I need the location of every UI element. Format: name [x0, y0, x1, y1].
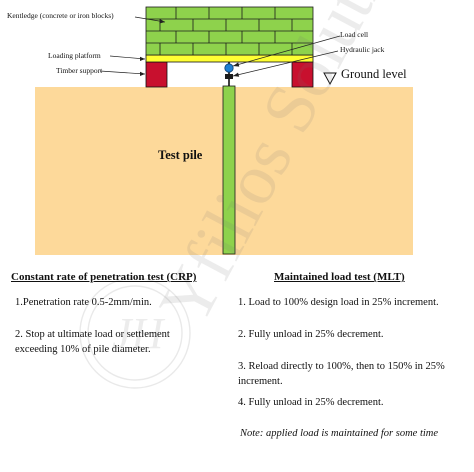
- callout-arrowheads: [140, 19, 240, 77]
- timber-support-left: [145, 61, 168, 88]
- hydraulic-jack: [225, 74, 233, 79]
- callout-loading-platform: Loading platform: [48, 51, 101, 60]
- crp-heading: Constant rate of penetration test (CRP): [11, 271, 197, 283]
- crp-item-2: 2. Stop at ultimate load or settlement e…: [15, 329, 170, 355]
- loading-platform: [145, 54, 314, 63]
- callout-load-cell: Load cell: [340, 30, 369, 39]
- ground-level-marker-icon: [323, 72, 337, 86]
- test-pile: [222, 85, 236, 255]
- mlt-item-3: 3. Reload directly to 100%, then to 150%…: [238, 361, 445, 387]
- load-cell: [224, 63, 234, 73]
- callout-hydraulic-jack: Hydraulic jack: [340, 45, 385, 54]
- mlt-heading: Maintained load test (MLT): [274, 271, 405, 283]
- mlt-item-1: 1. Load to 100% design load in 25% incre…: [238, 297, 439, 308]
- test-pile-label: Test pile: [158, 148, 203, 162]
- ground-level-label: Ground level: [341, 67, 407, 81]
- timber-support-right: [291, 61, 314, 88]
- mlt-note: Note: applied load is maintained for som…: [240, 428, 439, 439]
- callout-timber-support: Timber support: [56, 66, 103, 75]
- mlt-item-2: 2. Fully unload in 25% decrement.: [238, 329, 384, 340]
- mlt-item-4: 4. Fully unload in 25% decrement.: [238, 397, 384, 408]
- crp-item-1: 1.Penetration rate 0.5-2mm/min.: [15, 297, 152, 308]
- diagram-canvas: [35, 6, 413, 255]
- pile-load-test-diagram: Kentledge (concrete or iron blocks) Load…: [7, 6, 413, 255]
- callout-kentledge: Kentledge (concrete or iron blocks): [7, 11, 114, 20]
- kentledge-blocks: [145, 6, 314, 56]
